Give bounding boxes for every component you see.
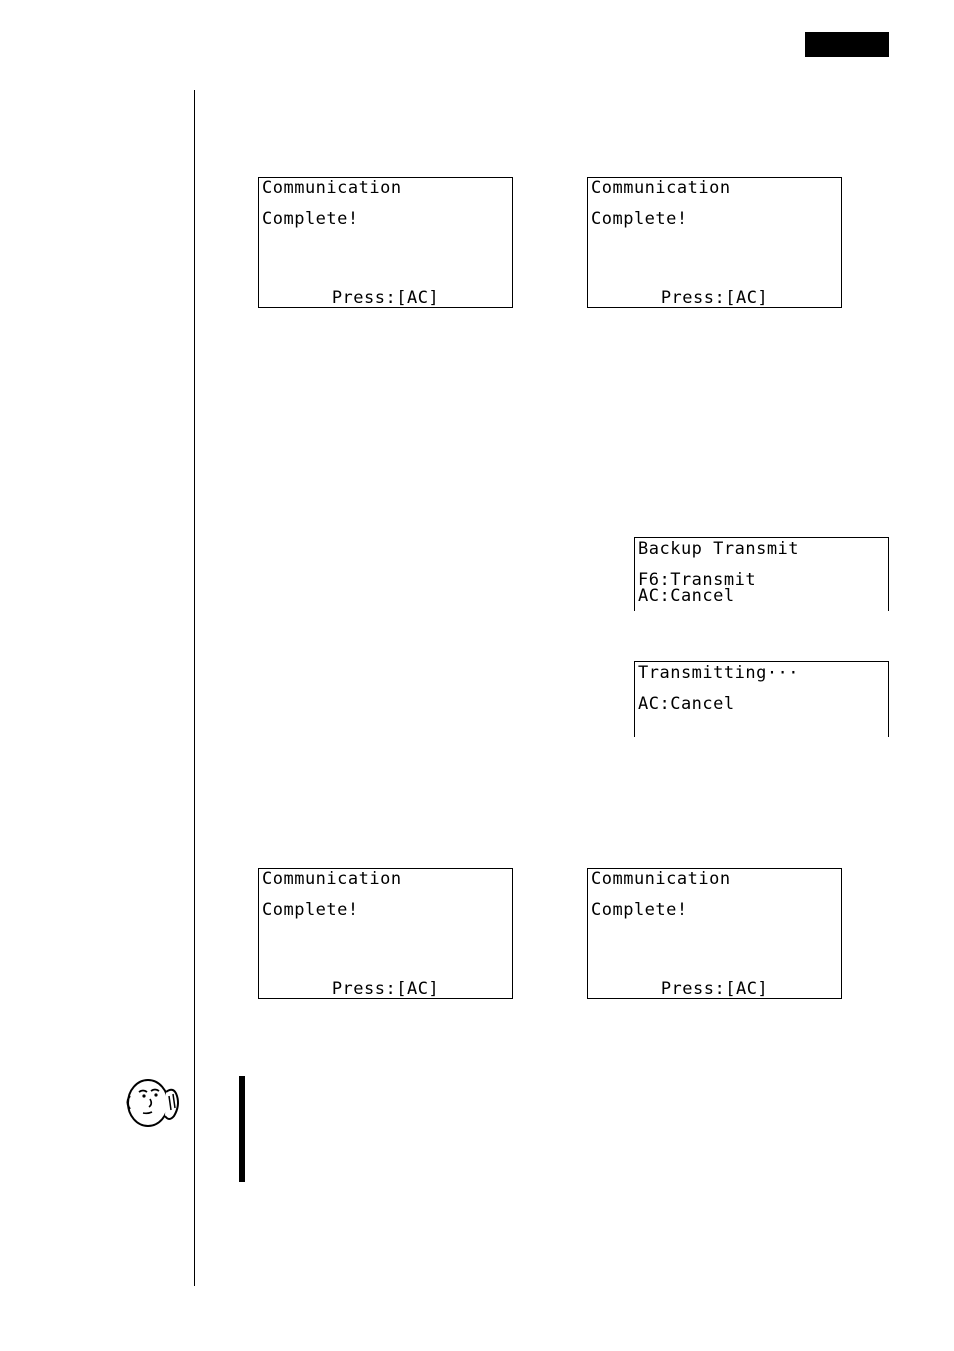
lcd-screen-complete-3: Communication Complete! Press:[AC] bbox=[258, 868, 513, 999]
lcd-screen-complete-4: Communication Complete! Press:[AC] bbox=[587, 868, 842, 999]
lcd-line: Communication bbox=[591, 178, 731, 198]
lcd-line: F6:Transmit bbox=[638, 570, 757, 590]
lcd-line: Complete! bbox=[591, 900, 688, 920]
lcd-screen-backup-transmit: Backup Transmit F6:Transmit AC:Cancel bbox=[634, 537, 889, 611]
lcd-line: AC:Cancel bbox=[638, 586, 735, 606]
note-bar bbox=[239, 1076, 245, 1182]
thinking-face-icon bbox=[126, 1079, 179, 1127]
lcd-line: Complete! bbox=[591, 209, 688, 229]
lcd-footer: Press:[AC] bbox=[331, 288, 440, 308]
lcd-footer: Press:[AC] bbox=[660, 288, 769, 308]
page-tab-marker bbox=[805, 32, 889, 57]
lcd-footer: Press:[AC] bbox=[660, 979, 769, 999]
lcd-line: Communication bbox=[262, 178, 402, 198]
lcd-footer: Press:[AC] bbox=[331, 979, 440, 999]
lcd-line: Backup Transmit bbox=[638, 539, 800, 559]
lcd-line: Complete! bbox=[262, 900, 359, 920]
lcd-line: Complete! bbox=[262, 209, 359, 229]
lcd-screen-complete-2: Communication Complete! Press:[AC] bbox=[587, 177, 842, 308]
lcd-screen-transmitting: Transmitting··· AC:Cancel bbox=[634, 661, 889, 737]
lcd-line: AC:Cancel bbox=[638, 694, 735, 714]
lcd-line: Transmitting··· bbox=[638, 663, 800, 683]
lcd-line: Communication bbox=[262, 869, 402, 889]
margin-rule bbox=[194, 90, 195, 1286]
lcd-screen-complete-1: Communication Complete! Press:[AC] bbox=[258, 177, 513, 308]
lcd-line: Communication bbox=[591, 869, 731, 889]
